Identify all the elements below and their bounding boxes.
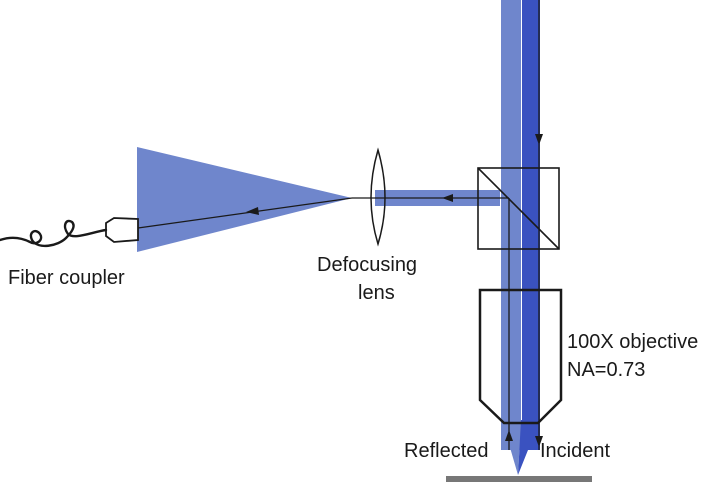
defocusing-lens-label-line1: Defocusing — [317, 254, 417, 276]
sample-surface — [446, 476, 592, 482]
reflected-label: Reflected — [404, 440, 489, 462]
incident-beam-vertical — [522, 0, 540, 450]
beamsplitter-cube — [477, 167, 560, 250]
incident-focus-cone — [518, 420, 540, 475]
diverging-arrow — [246, 207, 259, 215]
incident-label: Incident — [540, 440, 610, 462]
reflected-beam-vertical — [501, 0, 521, 450]
defocusing-lens-label-line2: lens — [358, 282, 395, 304]
horizontal-arrow — [442, 194, 453, 202]
fiber-coupler-label: Fiber coupler — [8, 267, 125, 289]
defocusing-lens — [370, 147, 386, 247]
incident-arrow-top — [535, 134, 543, 145]
reflected-arrow — [505, 430, 513, 441]
objective-body — [478, 288, 563, 425]
reflected-focus-cone — [502, 420, 521, 475]
fiber-cable — [0, 219, 108, 248]
fiber-coupler-housing — [105, 217, 139, 243]
objective-label-line1: 100X objective — [567, 331, 698, 353]
beamsplitter-diagonal — [477, 167, 560, 250]
objective-label-line2: NA=0.73 — [567, 359, 645, 381]
incident-arrow-bottom — [535, 436, 543, 447]
diverging-beam-cone — [137, 147, 352, 252]
diverging-ray — [137, 197, 353, 229]
